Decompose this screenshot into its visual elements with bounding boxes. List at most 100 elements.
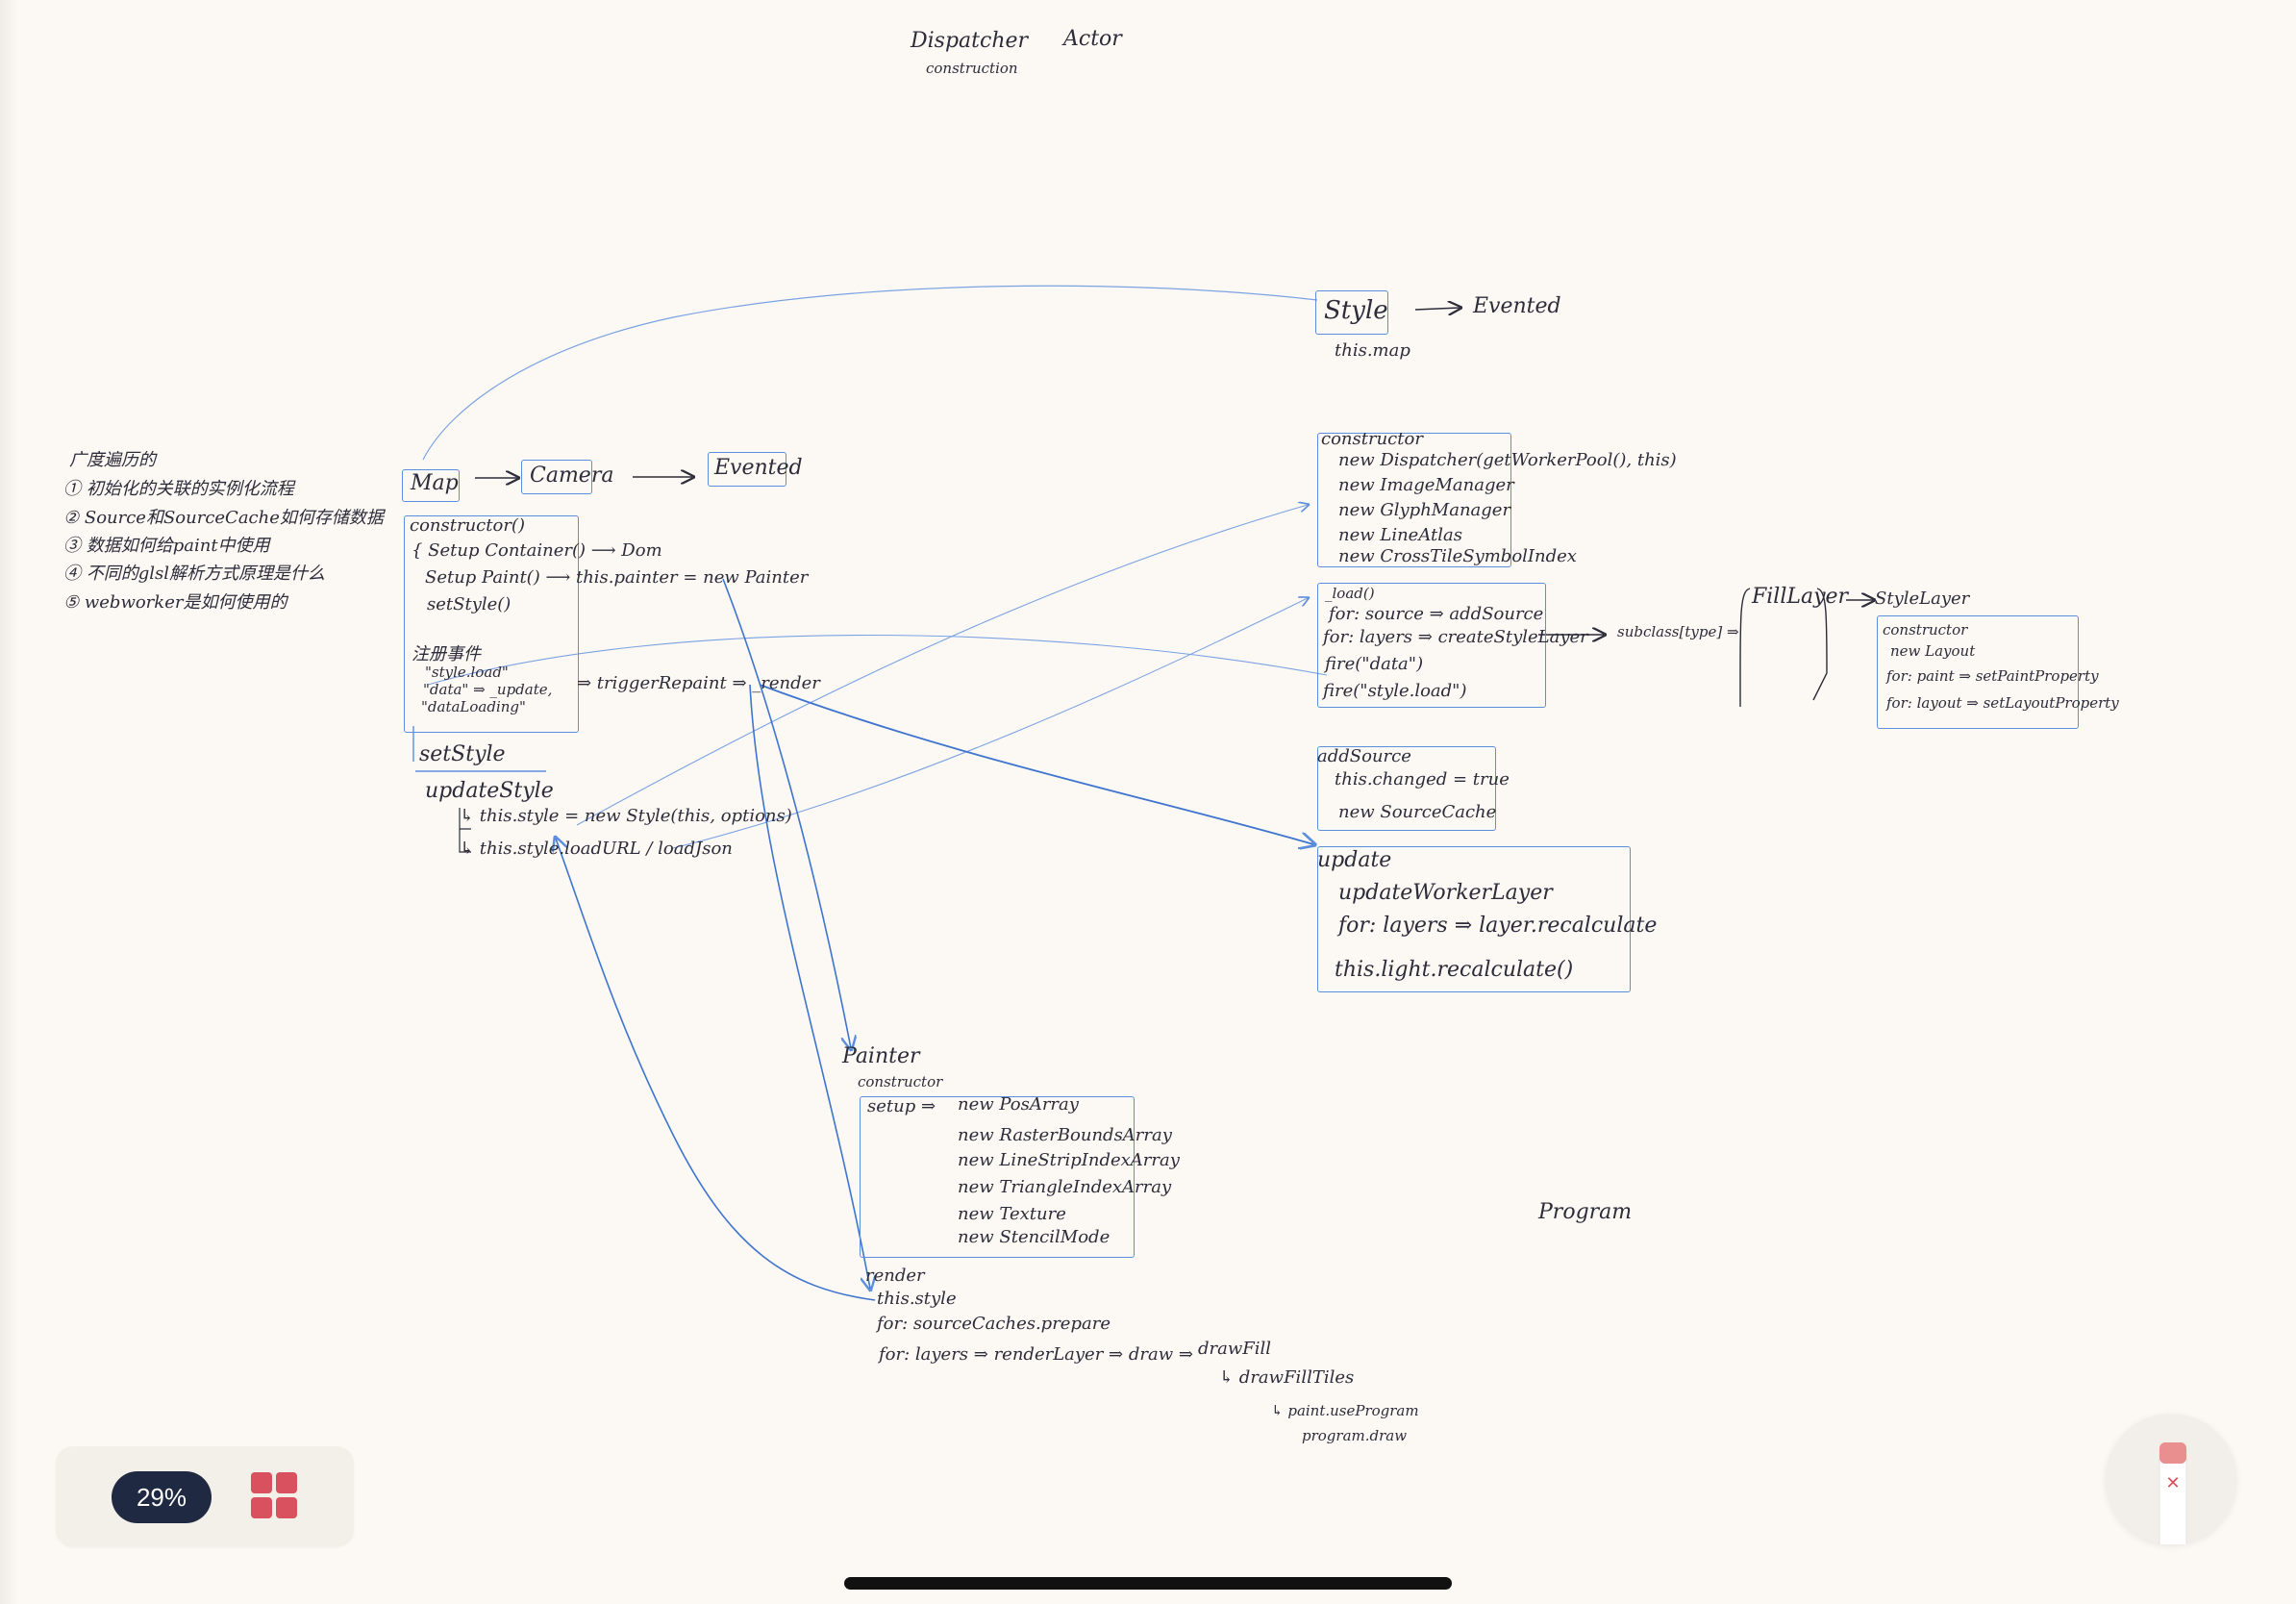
event-item: "data" ⇒ _update, — [423, 681, 553, 698]
painter-sub: constructor — [858, 1073, 943, 1090]
style-constructor-box — [1317, 433, 1511, 567]
painter-line: new PosArray — [958, 1094, 1079, 1115]
painter-line: new RasterBoundsArray — [958, 1125, 1172, 1145]
style-label: Style — [1324, 296, 1388, 325]
dispatcher-sub-label: construction — [926, 60, 1018, 77]
style-box: Style — [1315, 290, 1388, 335]
map-box: Map — [402, 469, 460, 502]
eraser-icon: ✕ — [2159, 1442, 2187, 1553]
painter-setup-box — [860, 1096, 1135, 1258]
painter-setup-label: setup ⇒ — [867, 1096, 936, 1116]
render-title: render — [865, 1266, 925, 1286]
map-constructor-title: constructor() — [410, 515, 525, 536]
grid-icon[interactable] — [251, 1472, 299, 1520]
evented-box: Evented — [708, 452, 803, 487]
style-constructor-line: new LineAtlas — [1338, 525, 1462, 545]
stylelayer-constructor-line: new Layout — [1890, 642, 1976, 660]
updatestyle-label: updateStyle — [425, 779, 554, 803]
note-item: ③ 数据如何给paint中使用 — [63, 536, 270, 556]
styleload-fire-arc — [427, 634, 1328, 686]
map-label: Map — [411, 471, 459, 495]
event-item: "style.load" — [425, 664, 509, 681]
style-constructor-line: new GlyphManager — [1338, 500, 1511, 520]
render-line: for: layers ⇒ renderLayer ⇒ draw ⇒ — [879, 1344, 1193, 1365]
style-sub-label: this.map — [1335, 340, 1410, 361]
loadurl-load-arrow — [672, 598, 1308, 849]
render-line: this.style — [877, 1289, 957, 1309]
map-constructor-box — [404, 515, 579, 733]
load-line: fire("data") — [1325, 654, 1424, 674]
style-constructor-line: new Dispatcher(getWorkerPool(), this) — [1338, 450, 1677, 470]
eraser-close-glyph: ✕ — [2165, 1473, 2180, 1493]
drawfilltiles-label: ↳ drawFillTiles — [1219, 1367, 1355, 1388]
notes-title: 广度遍历的 — [69, 450, 156, 470]
update-line: this.light.recalculate() — [1335, 958, 1574, 982]
updatestyle-line: ↳ this.style.loadURL / loadJson — [460, 839, 733, 859]
stylelayer-constructor-line: for: layout ⇒ setLayoutProperty — [1886, 694, 2119, 712]
note-item: ④ 不同的glsl解析方式原理是什么 — [63, 564, 325, 584]
painter-down-arrow — [722, 578, 851, 1048]
stylelayer-constructor-title: constructor — [1883, 621, 1968, 639]
event-item: "dataLoading" — [421, 698, 526, 715]
grid-icon-cell — [251, 1497, 272, 1518]
update-line: updateWorkerLayer — [1338, 881, 1553, 905]
addsource-line: this.changed = true — [1335, 769, 1510, 789]
stylelayer-constructor-box — [1877, 615, 2079, 729]
camera-label: Camera — [530, 464, 614, 488]
zoom-toolbar: 29% — [56, 1446, 354, 1546]
evented-label: Evented — [714, 456, 803, 480]
load-box — [1317, 583, 1546, 708]
style-constructor-title: constructor — [1321, 429, 1423, 449]
eraser-tool-button[interactable]: ✕ — [2106, 1414, 2236, 1553]
addsource-line: new SourceCache — [1338, 802, 1497, 822]
style-constructor-line: new ImageManager — [1338, 475, 1514, 495]
camera-box: Camera — [521, 460, 613, 494]
page-edge-shadow — [0, 0, 19, 1604]
newstyle-constructor-arrow — [576, 505, 1308, 826]
filllayer-label: FillLayer — [1752, 585, 1849, 609]
map-constructor-line: { Setup Container() ⟶ Dom — [412, 540, 662, 561]
program-label: Program — [1538, 1200, 1633, 1224]
update-box — [1317, 846, 1631, 992]
update-title: update — [1317, 848, 1392, 872]
render-style-back-arrow — [556, 839, 876, 1301]
load-title: _load() — [1325, 585, 1375, 602]
events-label: 注册事件 — [412, 644, 481, 664]
stylelayer-label: StyleLayer — [1875, 589, 1970, 609]
style-evented-label: Evented — [1473, 294, 1561, 318]
dispatcher-label: Dispatcher — [911, 29, 1029, 53]
zoom-level-button[interactable]: 29% — [112, 1471, 212, 1523]
note-item: ① 初始化的关联的实例化流程 — [63, 479, 294, 499]
map-constructor-line: setStyle() — [427, 594, 512, 614]
render-down-arrow — [749, 684, 870, 1289]
programdraw-label: program.draw — [1302, 1427, 1408, 1444]
render-line: for: sourceCaches.prepare — [877, 1314, 1111, 1334]
painter-line: new Texture — [958, 1204, 1066, 1224]
useprogram-label: ↳ paint.useProgram — [1271, 1402, 1419, 1419]
painter-line: new TriangleIndexArray — [958, 1177, 1172, 1197]
note-item: ⑤ webworker是如何使用的 — [63, 592, 287, 613]
load-line: for: layers ⇒ createStyleLayer — [1323, 627, 1588, 647]
grid-icon-cell — [276, 1497, 297, 1518]
home-indicator[interactable] — [844, 1577, 1452, 1590]
stylelayer-constructor-line: for: paint ⇒ setPaintProperty — [1886, 667, 2099, 685]
updatestyle-branch-2 — [459, 829, 471, 853]
addsource-title: addSource — [1317, 746, 1411, 766]
filllayer-brace-left — [1739, 588, 1751, 707]
note-item: ② Source和SourceCache如何存储数据 — [63, 508, 384, 528]
painter-line: new LineStripIndexArray — [958, 1150, 1180, 1170]
grid-icon-cell — [276, 1472, 297, 1493]
drawfill-label: drawFill — [1198, 1339, 1272, 1359]
load-line: for: source ⇒ addSource — [1329, 604, 1544, 624]
painter-line: new StencilMode — [958, 1227, 1111, 1247]
actor-label: Actor — [1063, 27, 1122, 51]
grid-icon-cell — [251, 1472, 272, 1493]
filllayer-brace-right — [1812, 588, 1828, 701]
map-constructor-line: Setup Paint() ⟶ this.painter = new Paint… — [425, 567, 809, 588]
addsource-box — [1317, 746, 1496, 831]
painter-title: Painter — [842, 1044, 920, 1068]
subclass-label: subclass[type] ⇒ — [1617, 623, 1739, 640]
style-map-arc — [422, 285, 1318, 461]
